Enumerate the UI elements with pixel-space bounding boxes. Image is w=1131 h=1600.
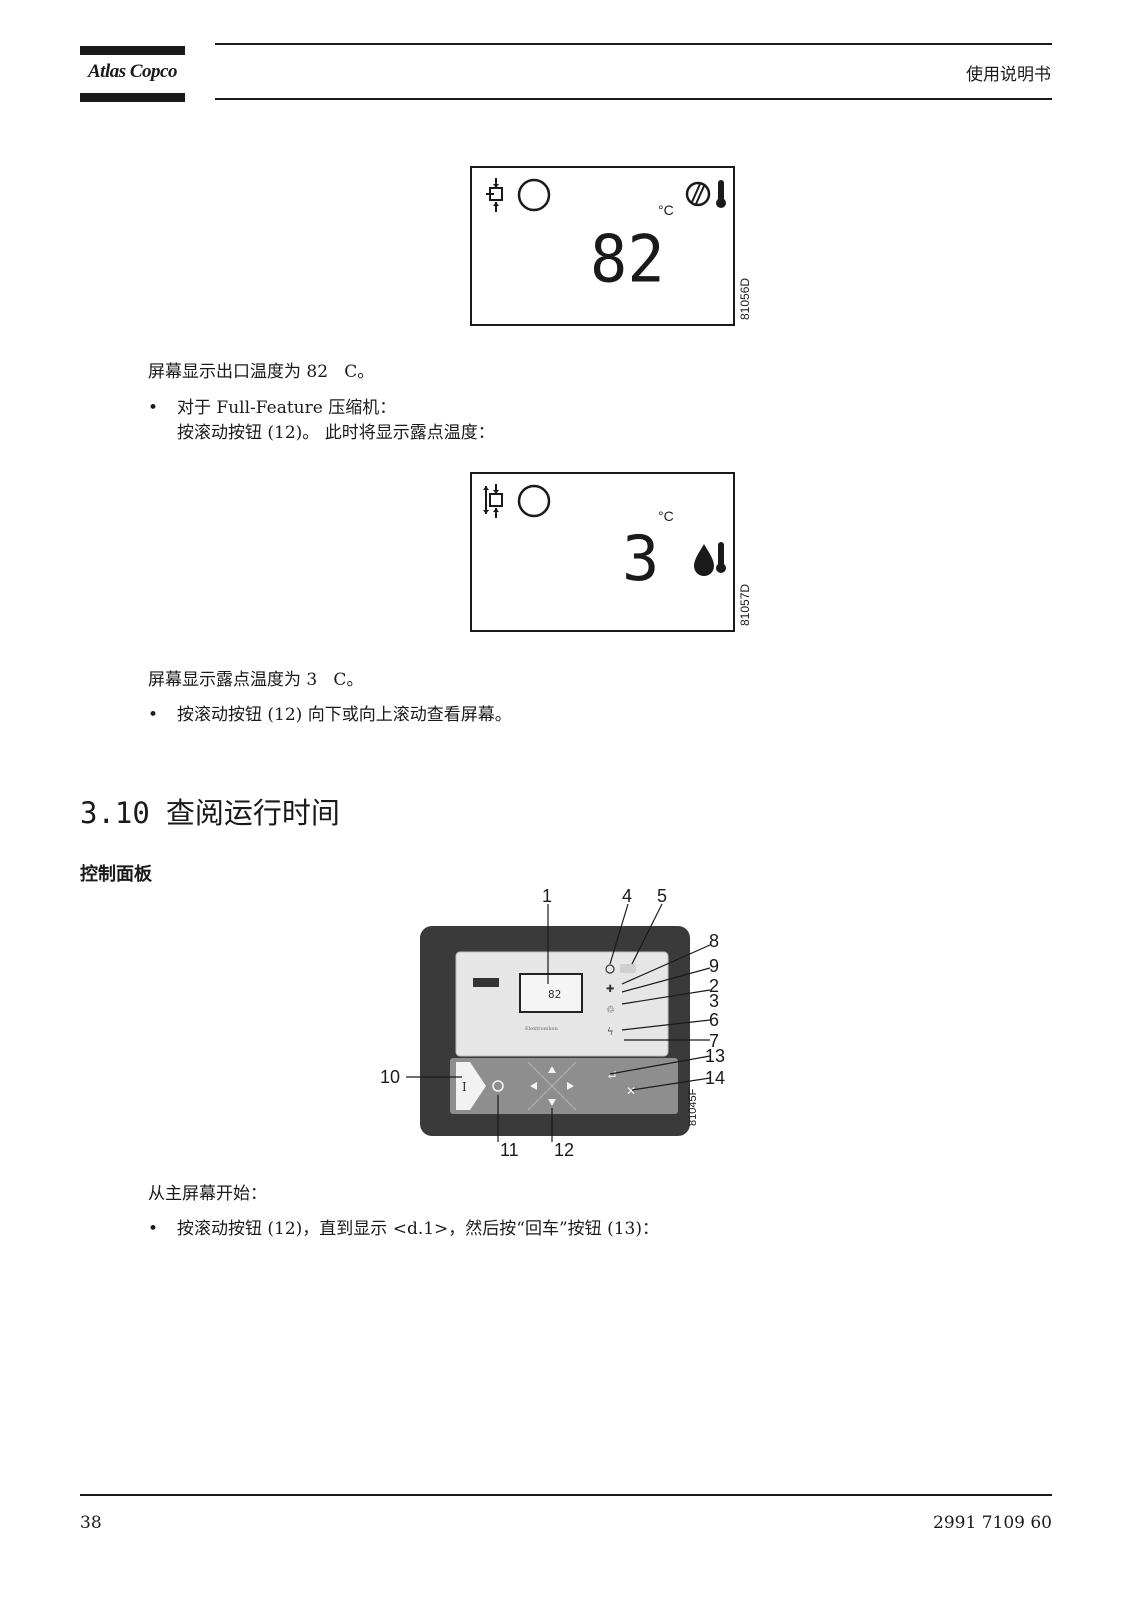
bullet-full-feature-line2: 按滚动按钮 (12)。 此时将显示露点温度： [177,423,495,443]
escape-button[interactable]: ✕ [626,1084,636,1098]
footer-rule [80,1494,1052,1496]
panel-lcd [519,973,583,1013]
temperature-value: 82 [590,221,665,297]
control-panel-figure: 82 ✚ ♲ ϟ Elektronikon I ↵ ✕ 1 4 5 8 9 2 … [380,886,725,1160]
start-button[interactable] [456,1062,486,1110]
scroll-key-divider [527,1061,577,1111]
subsection-heading: 控制面板 [80,864,152,885]
callout-leaders [406,903,711,1142]
alarm-led [620,964,636,973]
element-temperature-icon [685,180,726,208]
display-figure-outlet-temp: °C 82 81056D [470,166,752,326]
callout-6: 6 [709,1010,719,1030]
start-symbol: I [462,1080,467,1094]
panel-lcd-value: 82 [548,988,561,1001]
display-figure-2-graphic: °C 3 [483,484,726,595]
callout-3: 3 [709,991,719,1011]
panel-logo-icon [473,978,499,987]
callout-4: 4 [622,886,632,906]
page-number: 38 [80,1513,102,1533]
bullet-enter: 按滚动按钮 (12)，直到显示 <d.1>，然后按“回车”按钮 (13)： [177,1219,659,1239]
callout-2: 2 [709,976,719,996]
dew-point-value: 3 [622,522,659,595]
callout-7: 7 [709,1031,719,1051]
logo-bar-bottom [80,93,185,102]
outlet-icon [486,178,503,212]
callout-14: 14 [705,1068,725,1088]
callout-10: 10 [380,1067,400,1087]
callout-12: 12 [554,1140,574,1160]
document-number: 2991 7109 60 [933,1513,1052,1533]
paragraph-outlet-temp: 屏幕显示出口温度为 82 C。 [148,362,375,382]
service-icon: ✚ [606,984,614,995]
paragraph-start: 从主屏幕开始： [148,1184,267,1204]
scroll-keys[interactable] [530,1066,574,1106]
dew-point-icon [694,542,726,576]
auto-icon: ♲ [606,1005,615,1016]
section-heading: 3.10 查阅运行时间 [80,790,340,832]
voltage-icon: ϟ [607,1027,614,1038]
bullet-marker: • [148,705,159,725]
figure-code: 81045F [687,1088,699,1126]
callout-13: 13 [705,1046,725,1066]
dryer-icon [483,484,503,518]
header-title: 使用说明书 [966,65,1051,85]
unit-label: °C [658,508,674,524]
status-circle-icon [517,484,551,518]
power-led-icon [605,964,615,974]
callout-8: 8 [709,931,719,951]
display-figure-dew-point: °C 3 81057D [470,472,752,632]
atlas-copco-logo: Atlas Copco [80,46,185,102]
unit-label: °C [658,202,674,218]
header-rule-bottom [215,98,1052,100]
paragraph-dew-point: 屏幕显示露点温度为 3 C。 [148,670,364,690]
figure-code: 81056D [738,277,752,320]
logo-bar-top [80,46,185,55]
bullet-marker: • [148,1219,159,1239]
callout-5: 5 [657,886,667,906]
display-figure-1-graphic: °C 82 [486,178,726,297]
section-number: 3.10 [80,796,150,830]
callout-11: 11 [500,1140,519,1160]
bullet-scroll: 按滚动按钮 (12) 向下或向上滚动查看屏幕。 [177,705,512,725]
bullet-marker: • [148,398,159,418]
panel-model-label: Elektronikon [525,1026,559,1032]
section-title: 查阅运行时间 [165,796,340,830]
bullet-full-feature-line1: 对于 Full-Feature 压缩机： [177,398,397,418]
figure-code: 81057D [738,583,752,626]
stop-button[interactable] [492,1080,504,1092]
callout-1: 1 [542,886,552,906]
logo-text: Atlas Copco [88,61,177,82]
status-circle-icon [517,178,551,212]
callout-9: 9 [709,956,719,976]
header-rule-top [215,43,1052,45]
enter-button[interactable]: ↵ [606,1068,618,1084]
